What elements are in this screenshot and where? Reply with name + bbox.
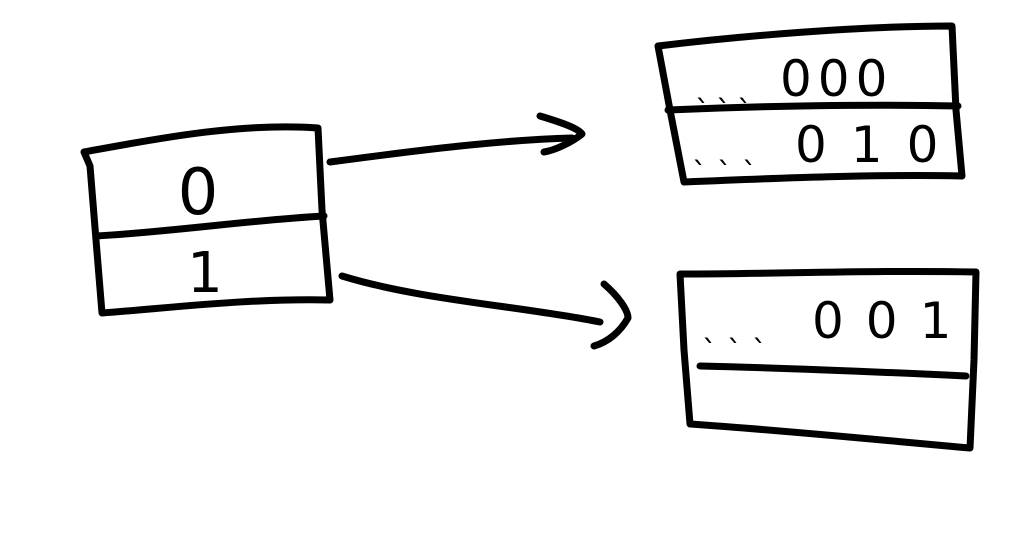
bottom-table-row-divider <box>696 362 970 380</box>
arrow-bottom-head <box>590 280 632 350</box>
target-table-bottom: ˎˎˎ 001 <box>676 267 980 452</box>
arrow-bottom-shaft <box>338 272 604 326</box>
arrow-top-shaft <box>326 134 576 166</box>
source-table-border <box>80 123 334 317</box>
bottom-row-0-prefix: ˎˎˎ <box>702 309 777 344</box>
arrow-top-head <box>536 112 586 156</box>
bottom-row-0-bits: 001 <box>812 292 973 350</box>
source-table-row-divider <box>92 212 328 240</box>
top-table-row-divider <box>664 101 962 114</box>
top-row-0-bits: 000 <box>780 50 893 108</box>
source-table: 0 1 <box>80 123 334 317</box>
source-row-1-value: 1 <box>187 241 223 306</box>
arrow-to-bottom-table <box>338 272 632 350</box>
top-row-0-prefix: ˎˎˎ <box>695 69 758 104</box>
source-row-0-value: 0 <box>178 156 219 230</box>
target-table-top: ˎˎˎ 000 ˎˎˎ 010 <box>654 22 966 186</box>
top-row-1-prefix: ˎˎˎ <box>692 131 767 166</box>
top-row-1-bits: 010 <box>795 116 962 174</box>
bottom-table-border <box>676 267 980 452</box>
arrow-to-top-table <box>326 112 586 166</box>
top-table-border <box>654 22 966 186</box>
